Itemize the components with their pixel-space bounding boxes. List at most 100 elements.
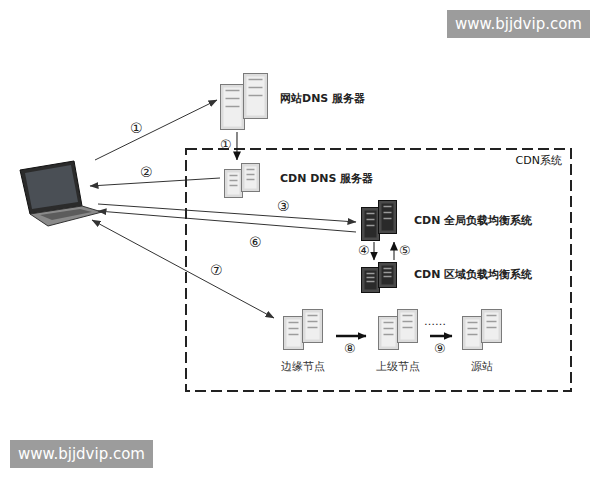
- server-tower: [362, 208, 380, 241]
- server-slot: [247, 174, 255, 176]
- server-slot: [367, 277, 375, 279]
- server-node: CDN 全局负载均衡系统: [360, 198, 560, 242]
- server-slot: [367, 273, 375, 275]
- server-tower: [482, 310, 502, 343]
- server-slot: [403, 315, 413, 317]
- step-number: ⑤: [399, 244, 411, 258]
- server-tower: [303, 310, 323, 343]
- server-slot: [487, 315, 497, 317]
- server-icon: [462, 308, 502, 350]
- server-slot: [367, 213, 375, 215]
- step-number: ①: [220, 138, 232, 152]
- callout-number: ⑦: [210, 262, 223, 278]
- request-arrow: [95, 100, 217, 160]
- laptop-illustration: [20, 161, 102, 226]
- server-tower: [463, 317, 483, 350]
- server-slot: [403, 321, 413, 323]
- server-tower: [362, 268, 380, 293]
- flow-arrow: [236, 132, 237, 160]
- laptop-keyboard: [40, 209, 92, 220]
- node-label: 边缘节点: [270, 360, 336, 374]
- server-face: [485, 313, 499, 340]
- step-number: ⑧: [344, 342, 356, 356]
- server-illustration: [378, 308, 418, 354]
- access-arrow: [92, 220, 274, 318]
- node-label: CDN DNS 服务器: [280, 172, 373, 186]
- server-tower: [244, 74, 268, 119]
- server-tower: [284, 317, 304, 350]
- server-slot: [403, 327, 413, 329]
- server-illustration: [361, 261, 397, 297]
- server-slot: [468, 322, 478, 324]
- server-face: [228, 173, 240, 195]
- node-label: 网站DNS 服务器: [280, 92, 365, 106]
- server-icon: [378, 308, 418, 350]
- server-face: [466, 320, 480, 347]
- node-label: 源站: [452, 360, 512, 374]
- server-slot: [468, 328, 478, 330]
- server-slot: [367, 225, 375, 227]
- server-face: [382, 204, 394, 231]
- server-slot: [384, 334, 394, 336]
- server-slot: [247, 179, 255, 181]
- server-tower: [225, 170, 243, 198]
- server-slot: [468, 334, 478, 336]
- server-tower: [379, 263, 397, 288]
- server-face: [287, 320, 301, 347]
- server-slot: [226, 90, 240, 92]
- server-illustration: [361, 199, 397, 245]
- server-node: 边缘节点: [270, 308, 336, 378]
- server-slot: [384, 212, 392, 214]
- callout-number: ⑥: [249, 234, 262, 250]
- server-slot: [289, 334, 299, 336]
- server-slot: [226, 106, 240, 108]
- server-slot: [384, 322, 394, 324]
- server-illustration: [224, 162, 260, 202]
- server-tower: [221, 85, 245, 130]
- callout-number: ①: [130, 120, 143, 136]
- server-slot: [487, 327, 497, 329]
- server-slot: [249, 95, 263, 97]
- node-label: CDN 区域负载均衡系统: [414, 268, 532, 282]
- server-slot: [247, 169, 255, 171]
- server-tower: [379, 201, 397, 234]
- server-slot: [384, 218, 392, 220]
- server-slot: [249, 87, 263, 89]
- server-slot: [230, 175, 238, 177]
- server-face: [224, 88, 242, 127]
- callout-number: ③: [277, 198, 290, 214]
- request-arrow: [98, 204, 356, 222]
- dashed-rect: [186, 149, 571, 391]
- step-number: ⑨: [434, 342, 446, 356]
- server-node: 源站: [452, 308, 512, 378]
- system-boundary: CDN系统 CDN DNS 服务器 CDN 全局负载均衡系统 CDN 区域负载均衡系统…: [185, 148, 572, 392]
- flow-arrow: [394, 242, 395, 260]
- step-number: ④: [358, 244, 370, 258]
- laptop-screen: [20, 161, 82, 214]
- flow-arrow: [336, 335, 366, 338]
- server-slot: [230, 185, 238, 187]
- server-slot: [384, 206, 392, 208]
- server-node: 上级节点: [366, 308, 430, 378]
- server-illustration: [462, 308, 502, 354]
- server-slot: [384, 272, 392, 274]
- server-slot: [230, 180, 238, 182]
- server-icon: [220, 72, 268, 130]
- server-icon: [361, 261, 397, 293]
- response-arrow: [98, 211, 356, 232]
- callout-number: ②: [140, 164, 153, 180]
- server-slot: [384, 276, 392, 278]
- server-slot: [308, 321, 318, 323]
- server-face: [365, 211, 377, 238]
- server-tower: [242, 164, 260, 192]
- server-slot: [384, 328, 394, 330]
- node-label: CDN系统: [516, 154, 562, 168]
- server-slot: [289, 322, 299, 324]
- server-face: [401, 313, 415, 340]
- server-face: [306, 313, 320, 340]
- server-tower: [379, 317, 399, 350]
- server-slot: [487, 321, 497, 323]
- watermark: www.bjjdvip.com: [447, 10, 590, 38]
